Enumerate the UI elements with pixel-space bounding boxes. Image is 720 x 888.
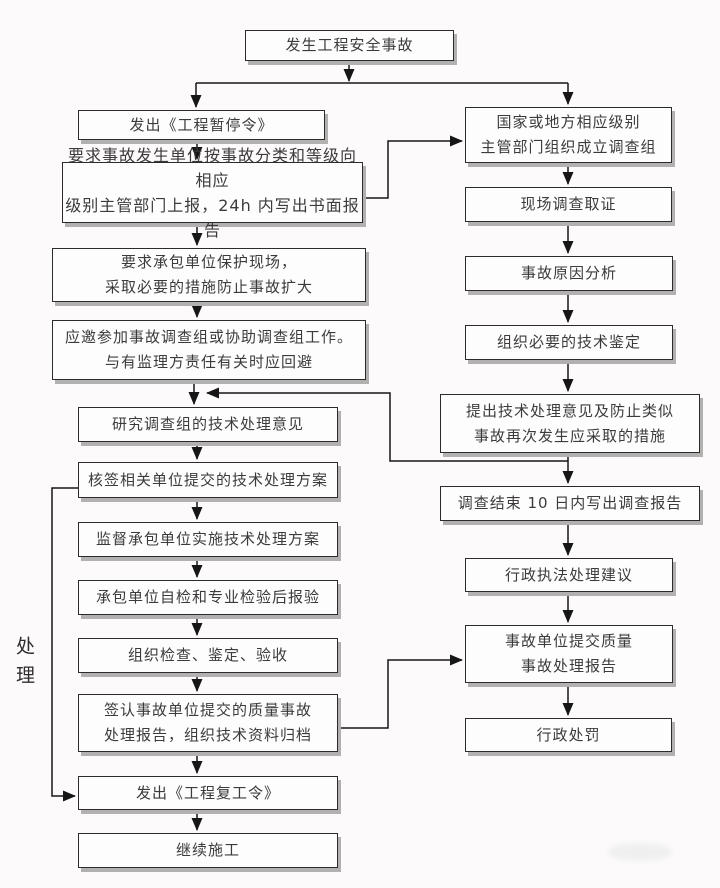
flow-node-enforcement-suggestion: 行政执法处理建议	[465, 558, 673, 592]
flow-node-unit-quality-report: 事故单位提交质量 事故处理报告	[465, 625, 673, 683]
connector-signoff-to-report	[338, 654, 463, 729]
connector-bypass-resume-order	[51, 487, 78, 802]
flow-node-supervise-implementation: 监督承包单位实施技术处理方案	[78, 522, 338, 557]
flow-node-cause-analysis: 事故原因分析	[465, 256, 673, 291]
flow-node-investigation-report-10d: 调查结束 10 日内写出调查报告	[440, 486, 700, 521]
connector-feedback-opinions	[206, 387, 568, 462]
flow-node-report-24h: 要求事故发生单位按事故分类和等级向相应 级别主管部门上报，24h 内写出书面报告	[62, 146, 363, 240]
flow-node-join-investigation: 应邀参加事故调查组或协助调查组工作。 与有监理方责任有关时应回避	[52, 320, 366, 380]
flow-node-signoff-archive: 签认事故单位提交的质量事故 处理报告，组织技术资料归档	[78, 694, 338, 752]
flow-node-approve-plan: 核签相关单位提交的技术处理方案	[78, 462, 338, 498]
side-label-handling: 处理	[13, 636, 35, 694]
flow-node-propose-measures: 提出技术处理意见及防止类似 事故再次发生应采取的措施	[440, 394, 700, 453]
flow-node-organize-acceptance: 组织检查、鉴定、验收	[78, 638, 338, 673]
flow-node-contractor-selfcheck: 承包单位自检和专业检验后报验	[78, 580, 338, 615]
flow-node-continue-construction: 继续施工	[78, 833, 338, 868]
flow-node-protect-site: 要求承包单位保护现场， 采取必要的措施防止事故扩大	[52, 248, 366, 302]
flow-node-administrative-penalty: 行政处罚	[465, 718, 672, 752]
flow-node-technical-appraisal: 组织必要的技术鉴定	[465, 325, 673, 360]
flow-node-site-evidence: 现场调查取证	[465, 187, 672, 222]
flow-node-resume-work-order: 发出《工程复工令》	[78, 776, 338, 810]
watermark-blob	[608, 843, 672, 861]
flow-node-stop-work-order: 发出《工程暂停令》	[78, 110, 325, 140]
flow-node-form-investigation-team: 国家或地方相应级别 主管部门组织成立调查组	[465, 107, 672, 163]
connector-report-to-team	[362, 135, 463, 199]
flow-node-study-opinions: 研究调查组的技术处理意见	[78, 407, 338, 442]
flow-node-start: 发生工程安全事故	[245, 30, 454, 61]
